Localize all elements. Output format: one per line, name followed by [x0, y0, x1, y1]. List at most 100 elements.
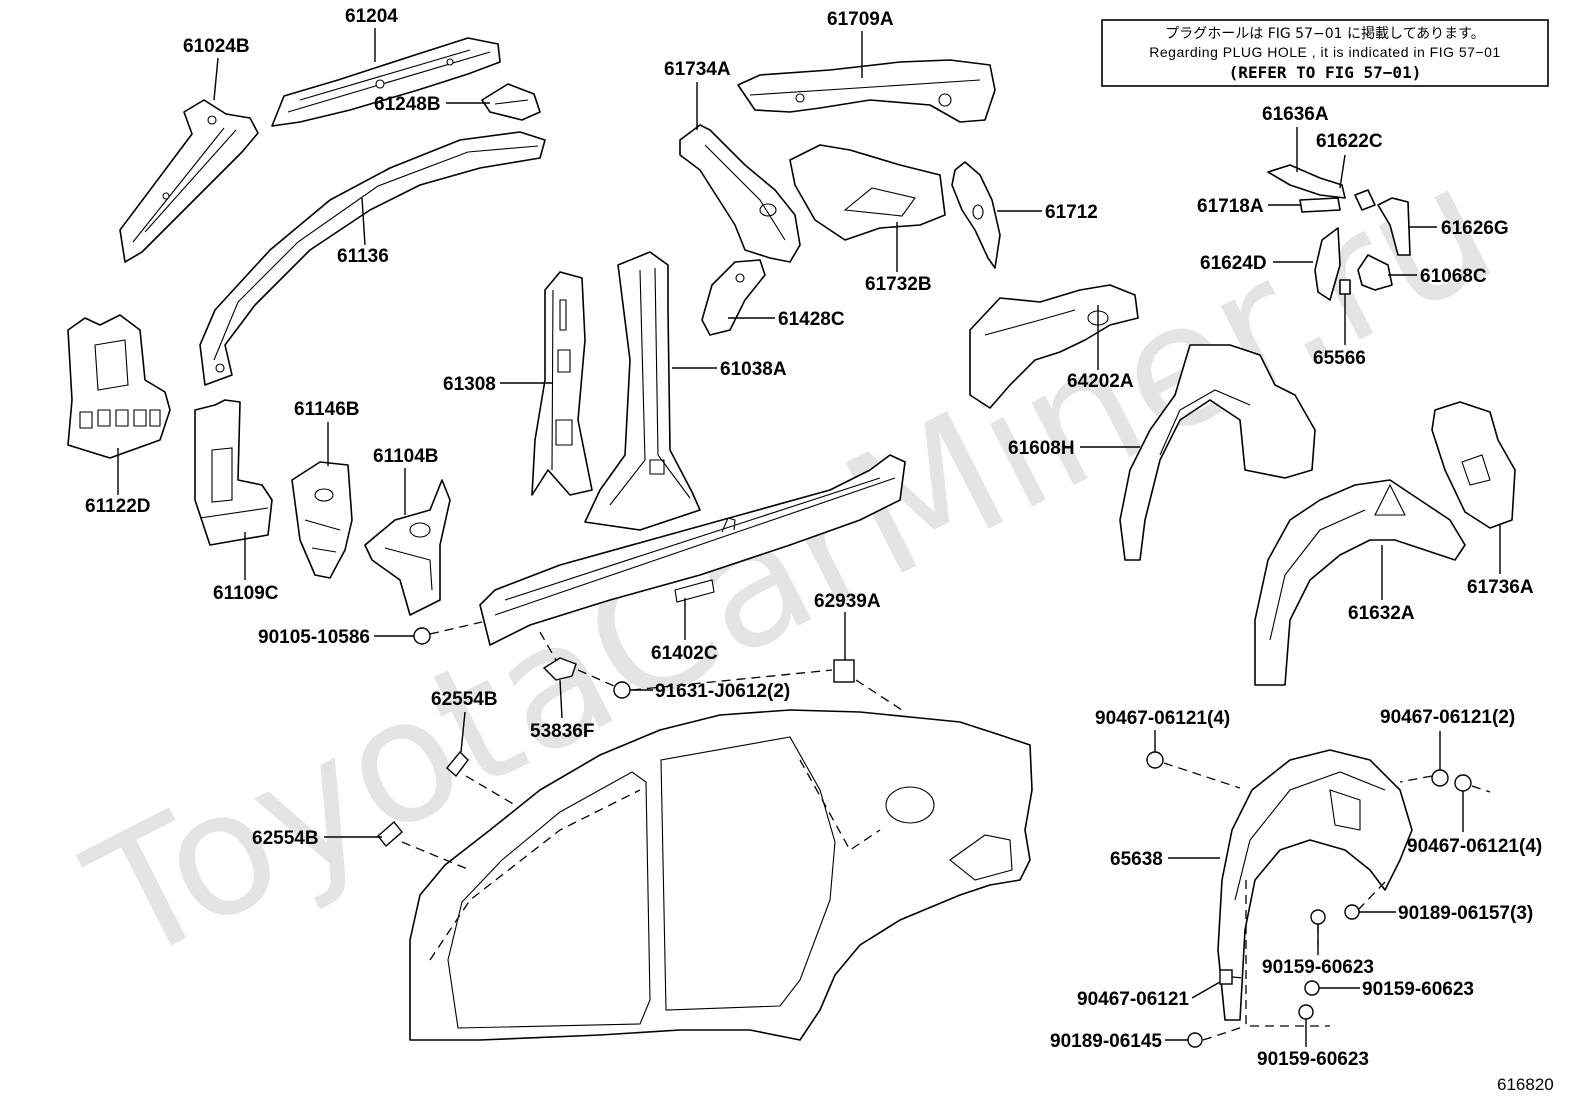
callout-91631-j0612[interactable]: 91631-J0612(2) [655, 681, 790, 702]
part-61626g-drawing [1377, 197, 1411, 256]
part-61024b-drawing [119, 99, 259, 263]
part-detail-line [1269, 509, 1366, 641]
part-body-side-outer-drawing [409, 709, 1033, 1041]
callout-61709a[interactable]: 61709A [827, 9, 894, 30]
part-hole [409, 522, 431, 538]
part-outline [1354, 189, 1376, 211]
body-inner-hidden-line [429, 759, 881, 961]
body-side-outline [409, 709, 1033, 1041]
leader-line [213, 57, 219, 101]
part-detail-line [494, 477, 896, 616]
part-detail-line [494, 99, 529, 105]
callout-62939a[interactable]: 62939A [814, 591, 881, 612]
callout-61109c[interactable]: 61109C [213, 583, 279, 604]
callout-61622c[interactable]: 61622C [1316, 131, 1383, 152]
leader-line [1339, 154, 1346, 189]
part-detail-line [213, 145, 539, 361]
callout-90159-60623-lower[interactable]: 90159-60623 [1257, 1049, 1369, 1070]
part-label-plate [674, 579, 715, 603]
callout-90467-06121-right[interactable]: 90467-06121(4) [1407, 836, 1542, 857]
part-hole [759, 203, 777, 217]
part-hole [215, 363, 225, 373]
callout-90467-06121-top[interactable]: 90467-06121(2) [1380, 707, 1515, 728]
part-outline [1267, 164, 1346, 199]
callout-90467-06121-left[interactable]: 90467-06121(4) [1095, 708, 1230, 729]
callout-61248b[interactable]: 61248B [374, 94, 441, 115]
part-61428c-drawing [701, 259, 766, 336]
part-hole [375, 79, 385, 89]
part-outline [679, 124, 801, 263]
fuel-door [885, 786, 935, 824]
callout-61024b[interactable]: 61024B [183, 36, 250, 57]
callout-61608h[interactable]: 61608H [1008, 438, 1075, 459]
bolt-91631-j0612-icon [613, 681, 631, 699]
part-65566-drawing [1339, 279, 1351, 295]
part-61622c-drawing [1354, 189, 1376, 211]
clip-90189-06157-icon [1344, 904, 1360, 920]
part-61038a-drawing [584, 251, 701, 531]
screw-90159-60623-middle-icon [1304, 980, 1320, 996]
callout-61122d[interactable]: 61122D [85, 496, 151, 517]
callout-61712[interactable]: 61712 [1045, 202, 1098, 223]
part-outline [531, 271, 593, 496]
callout-61146b[interactable]: 61146B [294, 399, 360, 420]
leader-line [1191, 981, 1221, 999]
rear-door-opening [660, 736, 836, 1011]
callout-90105-10586[interactable]: 90105-10586 [258, 627, 370, 648]
callout-61068c[interactable]: 61068C [1420, 266, 1487, 287]
part-61718a-drawing [1299, 197, 1341, 213]
callout-90159-60623-middle[interactable]: 90159-60623 [1362, 979, 1474, 1000]
assembly-line [539, 631, 906, 713]
callout-53836f[interactable]: 53836F [530, 721, 594, 742]
leader-line [559, 679, 563, 719]
callout-61402c[interactable]: 61402C [651, 643, 718, 664]
clip-90467-06121-top-icon [1431, 769, 1449, 787]
callout-61104b[interactable]: 61104B [373, 446, 439, 467]
callout-90159-60623-upper[interactable]: 90159-60623 [1262, 957, 1374, 978]
callout-61636a[interactable]: 61636A [1262, 104, 1329, 125]
callout-61732b[interactable]: 61732B [865, 274, 932, 295]
part-detail-line [199, 447, 269, 519]
callout-61038a[interactable]: 61038A [720, 359, 787, 380]
part-61709a-drawing [737, 59, 996, 123]
callout-61428c[interactable]: 61428C [778, 309, 845, 330]
callout-62554b-lower[interactable]: 62554B [252, 828, 319, 849]
notice-refer-line: (REFER TO FIG 57−01) [1229, 63, 1422, 82]
callout-64202a[interactable]: 64202A [1067, 371, 1134, 392]
part-detail-line [551, 289, 573, 471]
callout-61624d[interactable]: 61624D [1200, 253, 1267, 274]
part-65638-fender-liner-drawing [1217, 749, 1413, 1021]
callout-61736a[interactable]: 61736A [1467, 577, 1534, 598]
clip-90467-06121-left-icon [1146, 751, 1164, 769]
part-outline [584, 251, 701, 531]
callout-61718a[interactable]: 61718A [1197, 196, 1264, 217]
callout-65566[interactable]: 65566 [1313, 348, 1366, 369]
part-61204-drawing [271, 37, 501, 127]
callout-90467-06121-lower[interactable]: 90467-06121 [1077, 989, 1189, 1010]
part-window [94, 339, 129, 391]
clip-53836f-icon [542, 657, 577, 681]
part-outline [194, 399, 273, 546]
callout-62554b-upper[interactable]: 62554B [431, 689, 498, 710]
part-outline [1254, 479, 1466, 686]
callout-61204[interactable]: 61204 [345, 6, 398, 27]
part-61734a-drawing [679, 124, 801, 263]
assembly-line [429, 621, 483, 635]
callout-65638[interactable]: 65638 [1110, 849, 1163, 870]
callout-61632a[interactable]: 61632A [1348, 603, 1415, 624]
callout-61626g[interactable]: 61626G [1441, 218, 1509, 239]
part-detail-line [609, 267, 691, 506]
part-outline [1377, 197, 1411, 256]
callout-61136[interactable]: 61136 [337, 246, 389, 267]
part-61248b-drawing [481, 83, 541, 121]
pad-62554b-upper-icon [446, 750, 469, 778]
assembly-line [1163, 762, 1491, 793]
callout-90189-06145[interactable]: 90189-06145 [1050, 1031, 1162, 1052]
screw-90159-60623-upper-icon [1310, 909, 1326, 925]
part-outline [789, 144, 946, 241]
callout-61734a[interactable]: 61734A [664, 59, 731, 80]
clip-90467-06121-lower-icon [1219, 969, 1233, 985]
callout-61308[interactable]: 61308 [443, 374, 496, 395]
callout-90189-06157[interactable]: 90189-06157(3) [1398, 903, 1533, 924]
part-detail-line [132, 127, 237, 243]
